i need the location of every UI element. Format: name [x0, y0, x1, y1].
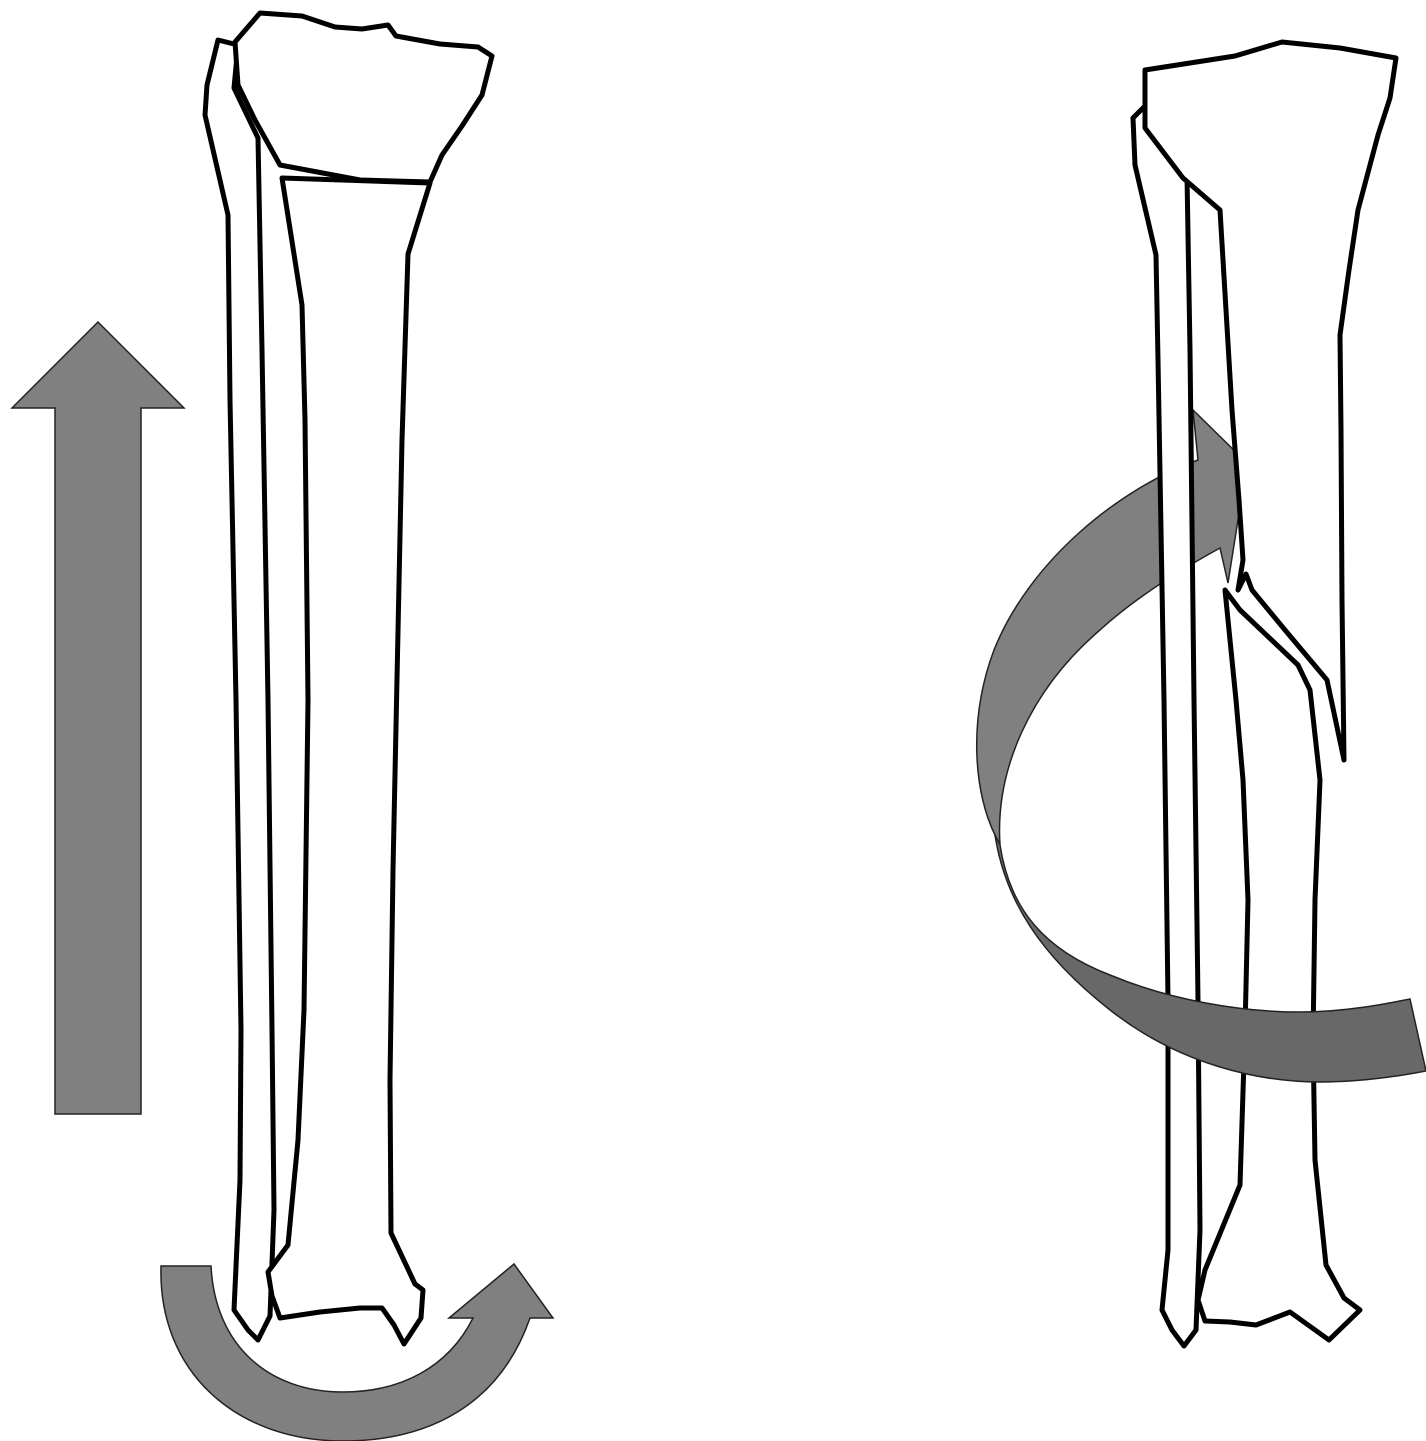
- fibula-bone: [205, 40, 274, 1340]
- axial-load-up-arrow: [12, 322, 184, 1114]
- right-panel: [977, 42, 1426, 1346]
- torsion-spiral-arrow-upper: [977, 410, 1247, 845]
- tibia-proximal-fragment: [235, 13, 492, 182]
- torsion-spiral-arrow: [995, 835, 1426, 1082]
- fibula-bone-right: [1133, 106, 1200, 1346]
- left-panel: [12, 13, 553, 1441]
- tibia-shaft: [268, 178, 430, 1344]
